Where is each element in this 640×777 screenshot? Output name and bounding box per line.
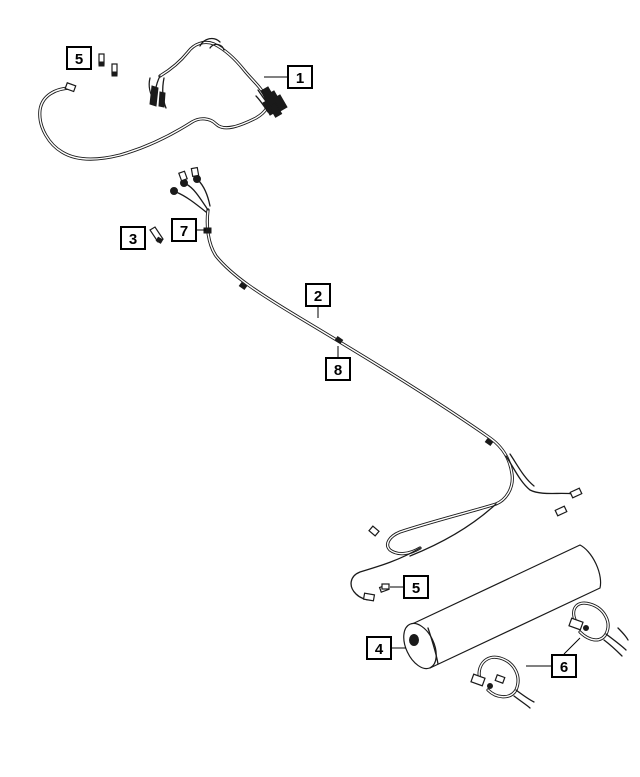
- part-6-strap-right: [568, 601, 629, 657]
- callout-4: 4: [366, 636, 406, 660]
- callout-8: 8: [325, 346, 351, 381]
- callout-2-label: 2: [314, 288, 322, 305]
- callout-3: 3: [120, 226, 146, 250]
- callout-1: 1: [264, 65, 313, 89]
- part-4-tank: [403, 544, 602, 670]
- callout-3-label: 3: [129, 231, 137, 248]
- callout-8-label: 8: [334, 362, 342, 379]
- part-5-fittings-top: [98, 53, 118, 77]
- part-5-fittings-bottom: [381, 583, 390, 590]
- callout-4-label: 4: [375, 641, 384, 658]
- part-1-connector-cluster: [255, 86, 288, 118]
- callout-5-bottom: 5: [390, 575, 429, 599]
- callout-5-bottom-label: 5: [412, 580, 420, 597]
- part-1-harness: [38, 37, 288, 161]
- callout-6: 6: [526, 637, 581, 678]
- part-3-fitting: [149, 226, 164, 244]
- callout-5-top-label: 5: [75, 51, 83, 68]
- callout-6-label: 6: [560, 659, 568, 676]
- callout-5-top: 5: [66, 46, 92, 70]
- callout-7: 7: [171, 218, 206, 242]
- part-6-strap-left: [470, 655, 535, 709]
- callout-1-label: 1: [296, 70, 304, 87]
- callout-7-label: 7: [180, 223, 188, 240]
- callout-2: 2: [305, 283, 331, 318]
- part-2-tube: [170, 166, 583, 602]
